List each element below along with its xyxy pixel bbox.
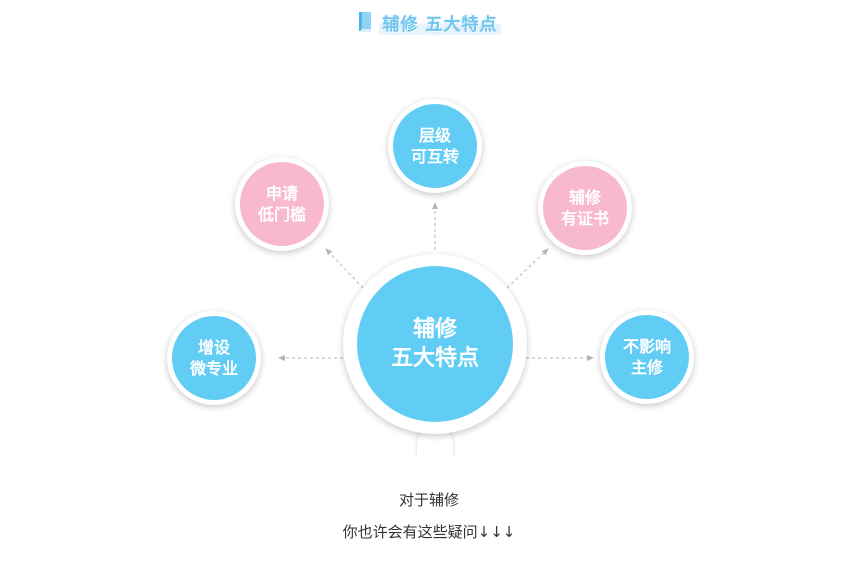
node-line1: 层级: [418, 126, 451, 145]
arrow-to-upper-right: [506, 248, 549, 289]
header-title: 辅修 五大特点: [378, 9, 502, 35]
arrow-to-upper-left: [325, 248, 364, 289]
node-micro-major: 增设微专业: [167, 311, 261, 405]
caption-line2: 你也许会有这些疑问↓↓↓: [342, 523, 516, 541]
caption-line1: 对于辅修: [398, 491, 459, 509]
node-line2: 有证书: [560, 209, 609, 228]
book-icon: [357, 11, 373, 33]
node-line1: 辅修: [568, 188, 601, 207]
section-header: 辅修 五大特点: [0, 8, 858, 36]
node-certificate: 辅修有证书: [538, 161, 632, 255]
node-line2: 低门槛: [257, 205, 306, 224]
node-line1: 申请: [265, 184, 298, 203]
node-line1: 不影响: [622, 337, 671, 356]
node-line2: 微专业: [189, 359, 238, 378]
node-low-threshold: 申请低门槛: [235, 157, 329, 251]
node-line2: 主修: [630, 358, 663, 377]
center-line1: 辅修: [412, 317, 457, 342]
center-node: 辅修五大特点: [343, 254, 527, 434]
center-line2: 五大特点: [390, 346, 479, 371]
node-no-impact: 不影响主修: [600, 310, 694, 404]
node-line1: 增设: [197, 338, 230, 357]
node-line2: 可互转: [410, 147, 459, 166]
node-level-transfer: 层级可互转: [388, 99, 482, 193]
